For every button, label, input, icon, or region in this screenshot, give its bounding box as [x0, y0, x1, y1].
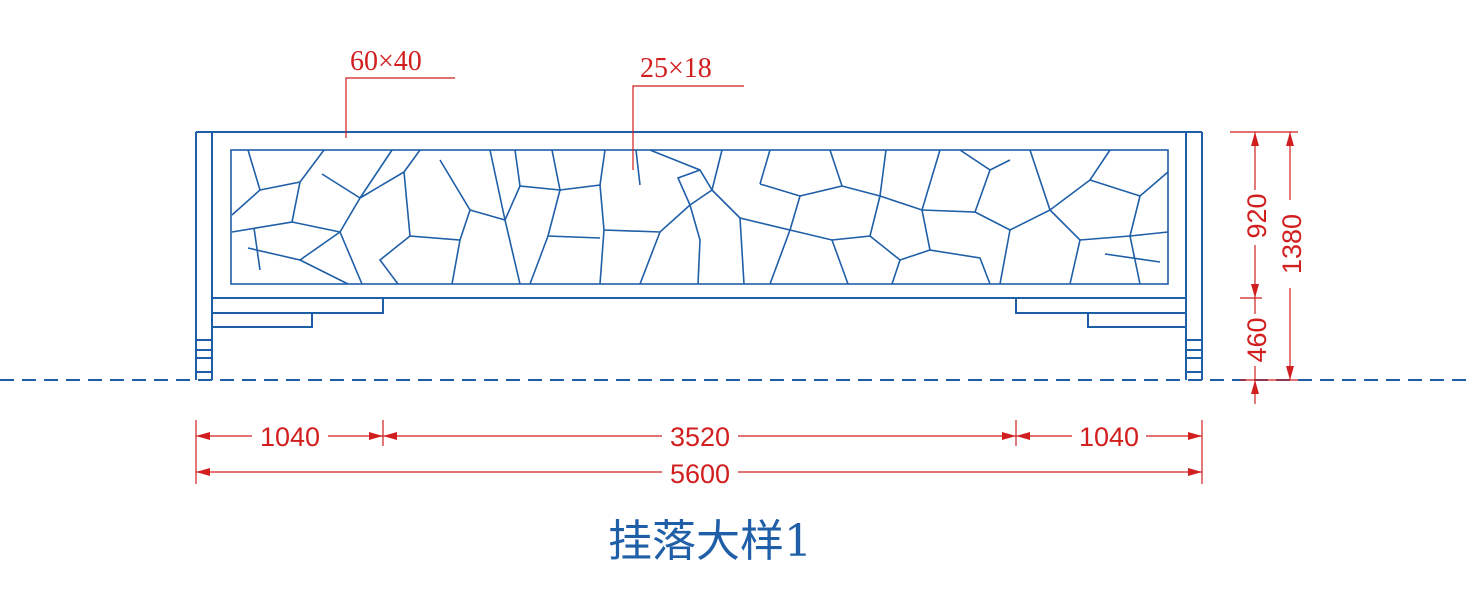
frame — [195, 131, 1203, 380]
dim-right-bay: 1040 — [1079, 422, 1139, 452]
vertical-dimensions: 920 460 1380 — [1230, 131, 1307, 404]
dim-left-bay: 1040 — [260, 422, 320, 452]
dim-overall-width: 5600 — [670, 459, 730, 489]
lattice-section-label: 25×18 — [640, 53, 712, 84]
lattice-panel — [230, 149, 1169, 285]
dim-lattice-height: 920 — [1242, 193, 1272, 238]
drawing-title: 挂落大样1 — [608, 516, 812, 567]
lattice-section-leader: 25×18 — [632, 53, 744, 170]
dim-overall-height: 1380 — [1277, 214, 1307, 274]
dim-lower-height: 460 — [1242, 317, 1272, 362]
dim-middle-bay: 3520 — [670, 422, 730, 452]
frame-section-leader: 60×40 — [345, 46, 455, 138]
horizontal-dimensions: 1040 3520 1040 5600 — [195, 420, 1203, 489]
frame-section-label: 60×40 — [350, 46, 422, 77]
